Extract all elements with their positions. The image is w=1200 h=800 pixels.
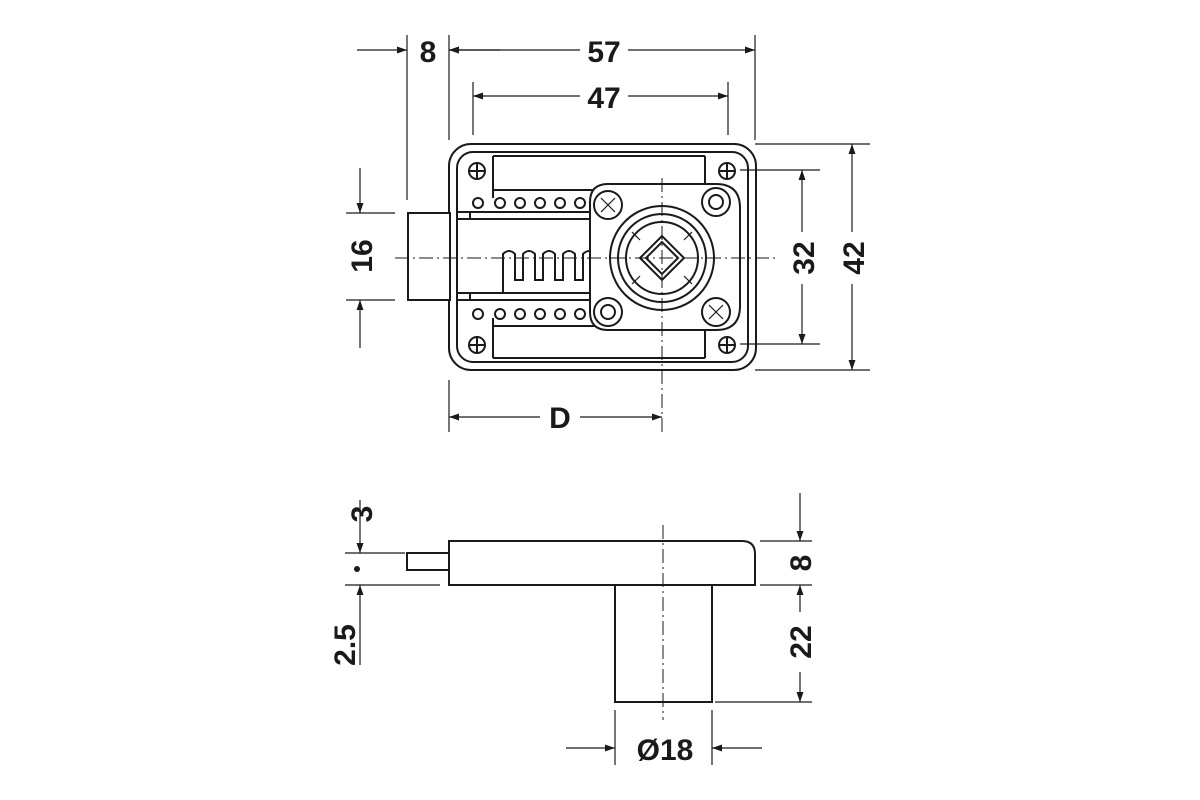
screw-top-left	[593, 190, 623, 220]
side-housing	[448, 540, 756, 586]
mounting-holes	[468, 162, 736, 354]
hole-bottom-left	[593, 297, 623, 327]
dim-d-label: D	[549, 402, 571, 435]
dim-47-label: 47	[587, 82, 620, 115]
side-view: 3 2.5 8 22 Ø18	[329, 493, 818, 767]
side-bolt	[406, 552, 450, 571]
screw-bottom-right	[701, 297, 731, 327]
pin-holes-top	[472, 197, 586, 209]
bolt	[407, 212, 451, 301]
dim-2-5-label: 2.5	[329, 624, 362, 666]
dim-16-label: 16	[346, 239, 379, 272]
dim-3-label: 3	[346, 506, 379, 523]
top-view: 8 57 47 16 32 42 D	[346, 35, 871, 435]
dim-57-label: 57	[587, 36, 620, 69]
dim-8-label: 8	[420, 36, 437, 69]
dim-dia-label: Ø18	[637, 734, 694, 767]
dim-dot	[354, 566, 360, 572]
dim-32-label: 32	[788, 241, 821, 274]
lock-housing-inner	[456, 151, 749, 363]
hole-top-right	[701, 187, 731, 217]
dim-42-label: 42	[838, 241, 871, 274]
pin-holes-bottom	[472, 308, 586, 320]
dim-22-label: 22	[785, 625, 818, 658]
spring-comb	[502, 250, 596, 292]
dim-side-8-label: 8	[785, 555, 818, 572]
